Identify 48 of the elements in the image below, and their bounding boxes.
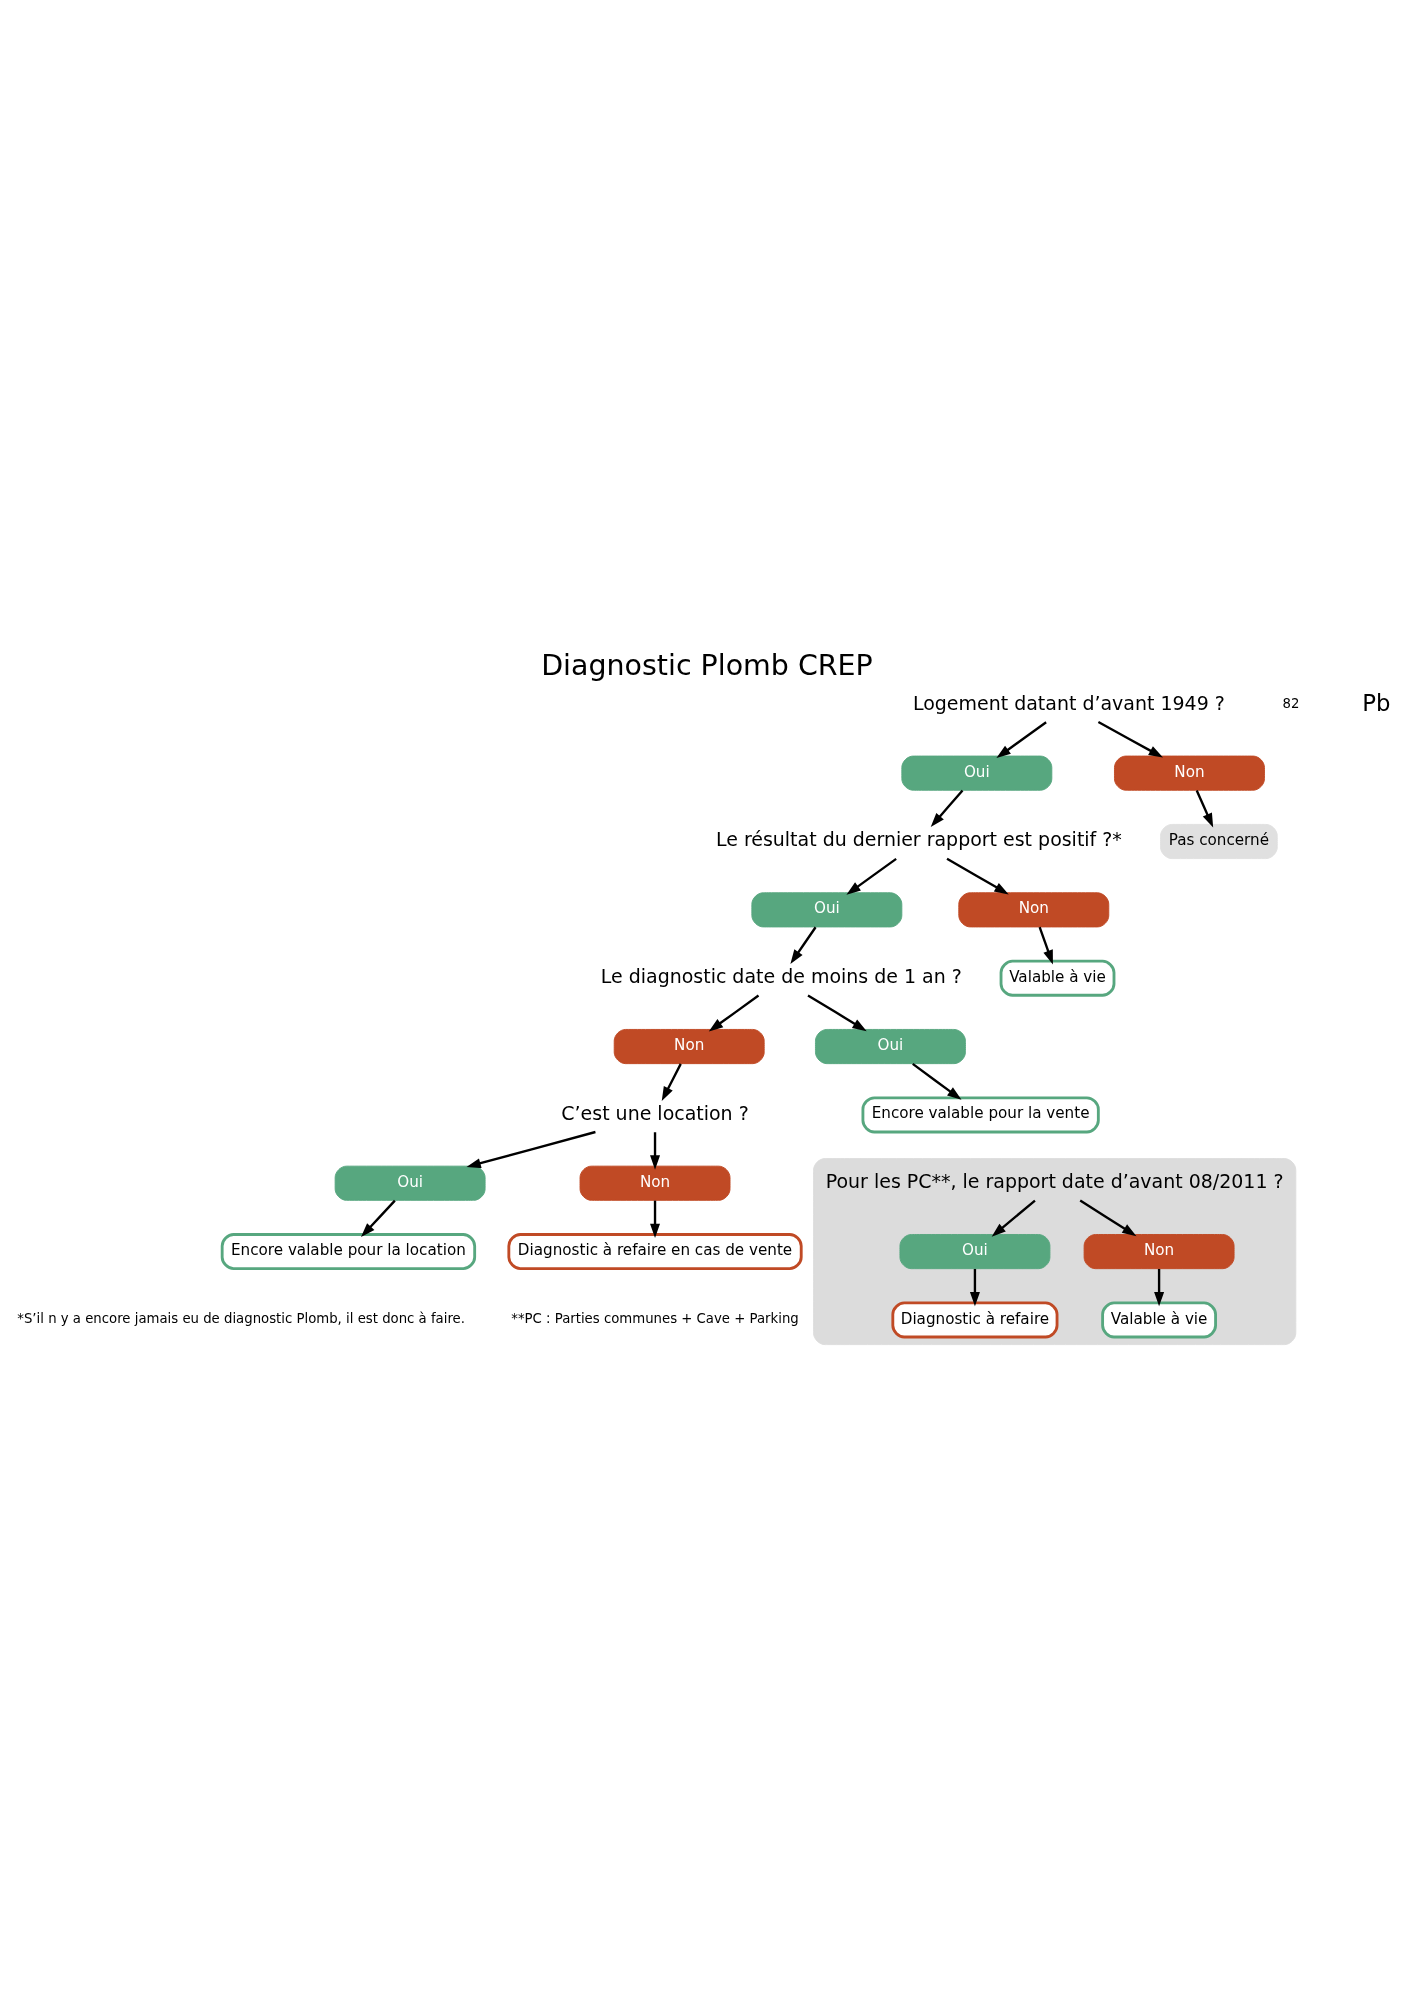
arrow	[661, 1062, 682, 1101]
node-box: Oui	[814, 1028, 966, 1064]
node-text: Le diagnostic date de moins de 1 an ?	[600, 964, 962, 987]
node-box: Valable à vie	[1101, 1300, 1217, 1338]
cluster	[813, 1157, 1297, 1345]
node-text: C’est une location ?	[561, 1101, 749, 1124]
arrow	[807, 993, 867, 1031]
label: **PC : Parties communes + Cave + Parking	[511, 1310, 799, 1326]
arrow	[969, 1268, 980, 1306]
node-box: Valable à vie	[999, 959, 1116, 997]
arrow	[708, 994, 760, 1031]
node-box: Non	[1083, 1233, 1235, 1269]
label: 82	[1282, 695, 1300, 711]
arrow	[846, 857, 897, 895]
arrow	[991, 1199, 1036, 1237]
node-box: Diagnostic à refaire	[891, 1300, 1059, 1338]
node-text: Logement datant d’avant 1949 ?	[913, 691, 1225, 714]
node-text: Pour les PC**, le rapport date d’avant 08/2011 ?	[825, 1169, 1284, 1192]
arrow	[1079, 1198, 1137, 1236]
arrow	[361, 1199, 396, 1237]
arrow	[912, 1062, 962, 1100]
arrow	[650, 1131, 660, 1170]
arrow	[790, 926, 817, 964]
label: *S’il n y a encore jamais eu de diagnostic Plomb, il est donc à faire.	[17, 1310, 465, 1326]
node-box: Oui	[901, 755, 1053, 791]
node-box: Non	[1114, 755, 1265, 791]
arrow	[1038, 926, 1053, 964]
node-box: Oui	[899, 1233, 1051, 1269]
arrow	[650, 1200, 660, 1238]
arrow	[1195, 789, 1214, 828]
node-box: Oui	[751, 891, 903, 927]
node-box: Encore valable pour la location	[220, 1232, 477, 1270]
diagram-title: Diagnostic Plomb CREP	[541, 648, 873, 682]
arrow	[996, 720, 1047, 758]
node-box: Non	[958, 891, 1110, 927]
node-text: Le résultat du dernier rapport est positif ?*	[715, 827, 1122, 850]
arrow	[930, 789, 964, 827]
arrow	[466, 1130, 596, 1168]
label: Pb	[1362, 689, 1391, 716]
arrow	[1154, 1268, 1165, 1306]
node-box: Encore valable pour la vente	[861, 1095, 1100, 1133]
node-box: Non	[579, 1165, 731, 1201]
arrow	[1097, 720, 1163, 758]
node-box: Non	[613, 1028, 765, 1064]
node-box: Pas concerné	[1160, 823, 1278, 859]
node-box: Oui	[334, 1165, 486, 1201]
arrow	[946, 857, 1009, 894]
node-box: Diagnostic à refaire en cas de vente	[507, 1232, 803, 1270]
